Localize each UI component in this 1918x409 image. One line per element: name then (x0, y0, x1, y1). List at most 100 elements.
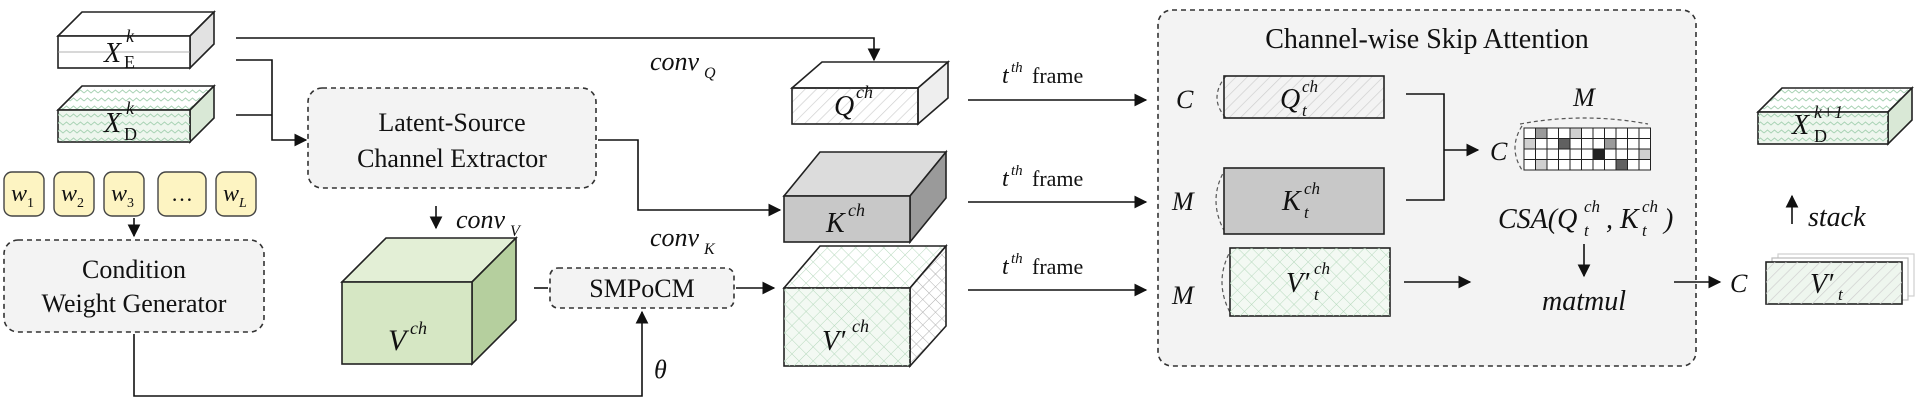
svg-text:2: 2 (77, 196, 84, 211)
cwg-to-smpocm-arrow (133, 310, 649, 397)
q-cube-base: Q (834, 91, 854, 122)
attention-cell (1592, 127, 1605, 139)
attention-cell (1638, 148, 1651, 160)
stack-label: stack (1808, 202, 1866, 233)
v-cube: V ch (340, 236, 518, 366)
attn-col-label: M (1572, 83, 1596, 112)
svg-text:t: t (1002, 166, 1010, 192)
svg-text:1: 1 (27, 196, 34, 211)
attention-cell (1638, 159, 1651, 171)
latent-source-channel-extractor: Latent-Source Channel Extractor (307, 87, 597, 189)
xe-label-sup: k (126, 26, 135, 46)
svg-text:C: C (1730, 269, 1748, 298)
weight-box-ellipsis: … (157, 171, 207, 217)
svg-text:frame: frame (1032, 254, 1083, 279)
qk-merge-line (1406, 93, 1445, 201)
attn-row-label: C (1490, 137, 1508, 166)
svg-text:,: , (1606, 204, 1613, 235)
attention-cell (1523, 148, 1536, 160)
matmul-label: matmul (1542, 286, 1626, 317)
svg-text:k+1: k+1 (1814, 102, 1843, 122)
svg-text:frame: frame (1032, 63, 1083, 88)
vp-cube-sup: ch (852, 316, 869, 336)
attention-cell (1569, 148, 1582, 160)
conv-v-sub: V (510, 223, 522, 240)
attention-cell (1558, 138, 1571, 150)
attention-cell (1558, 148, 1571, 160)
attention-cell (1569, 127, 1582, 139)
attention-cell (1581, 159, 1594, 171)
attention-cell (1581, 148, 1594, 160)
theta-label: θ (654, 355, 667, 384)
attention-cell (1627, 138, 1640, 150)
attention-cell (1535, 148, 1548, 160)
svg-text:…: … (171, 181, 193, 206)
csa-panel-title: Channel-wise Skip Attention (1265, 24, 1589, 55)
k-cube-sup: ch (848, 200, 865, 220)
svg-text:V′: V′ (1286, 268, 1310, 299)
attention-cell (1569, 138, 1582, 150)
svg-text:t: t (1584, 221, 1590, 240)
svg-text:V′: V′ (1810, 269, 1834, 300)
attention-cell (1592, 159, 1605, 171)
smpocm-label: SMPoCM (589, 274, 695, 303)
attention-cell (1535, 159, 1548, 171)
frame-arrow-v: t th frame (968, 251, 1148, 297)
attention-cell (1546, 148, 1559, 160)
attention-cell (1604, 159, 1617, 171)
svg-text:ch: ch (1584, 197, 1600, 216)
svg-text:t: t (1002, 254, 1010, 280)
attention-cell (1546, 138, 1559, 150)
attention-cell (1535, 138, 1548, 150)
xd-label-sup: k (126, 98, 135, 118)
attention-cell (1615, 138, 1628, 150)
cwg-line2: Weight Generator (42, 289, 227, 318)
attention-cell (1569, 159, 1582, 171)
attention-cell (1546, 159, 1559, 171)
vp-cube: V′ ch (782, 243, 948, 369)
k-cube-base: K (825, 208, 846, 239)
svg-text:t: t (1002, 63, 1010, 89)
q-cube: Q ch (789, 60, 951, 126)
conv-k-label: conv (650, 223, 700, 252)
condition-weight-generator: Condition Weight Generator (3, 239, 265, 333)
xe-label-sub: E (124, 52, 135, 72)
weight-box-L: w L (215, 171, 257, 217)
attention-cell (1558, 127, 1571, 139)
svg-text:CSA(Q: CSA(Q (1498, 204, 1577, 235)
svg-text:t: t (1642, 221, 1648, 240)
svg-text:ch: ch (1304, 179, 1320, 198)
cwg-line1: Condition (82, 255, 186, 284)
attention-cell (1592, 138, 1605, 150)
svg-text:K: K (1619, 204, 1640, 235)
svg-text:X: X (1791, 110, 1810, 141)
v-cube-base: V (388, 324, 410, 357)
svg-text:K: K (1281, 186, 1302, 217)
svg-text:t: t (1314, 285, 1320, 304)
attention-cell (1604, 138, 1617, 150)
svg-text:w: w (223, 181, 239, 207)
kt-dim: M (1171, 187, 1195, 216)
attention-cell (1627, 127, 1640, 139)
conv-q-label: conv (650, 47, 700, 76)
attention-cell (1638, 138, 1651, 150)
kt-block: M K t ch (1171, 167, 1385, 235)
xe-to-q-arrow (236, 37, 881, 62)
svg-text:w: w (11, 181, 27, 207)
attention-cell (1581, 127, 1594, 139)
xe-to-extractor-arrow (236, 59, 308, 147)
attention-matrix: M C (1490, 83, 1651, 171)
attention-cell (1546, 127, 1559, 139)
svg-text:w: w (61, 181, 77, 207)
svg-text:th: th (1011, 251, 1023, 267)
v-cube-sup: ch (410, 318, 427, 338)
smpocm-box: SMPoCM (549, 267, 735, 309)
attention-cell (1638, 127, 1651, 139)
attention-cell (1535, 127, 1548, 139)
attention-cell (1523, 138, 1536, 150)
extractor-to-k-arrow (598, 139, 782, 217)
xd-next-cube: X k+1 D (1756, 86, 1914, 146)
attention-cell (1523, 159, 1536, 171)
attention-cell (1615, 127, 1628, 139)
